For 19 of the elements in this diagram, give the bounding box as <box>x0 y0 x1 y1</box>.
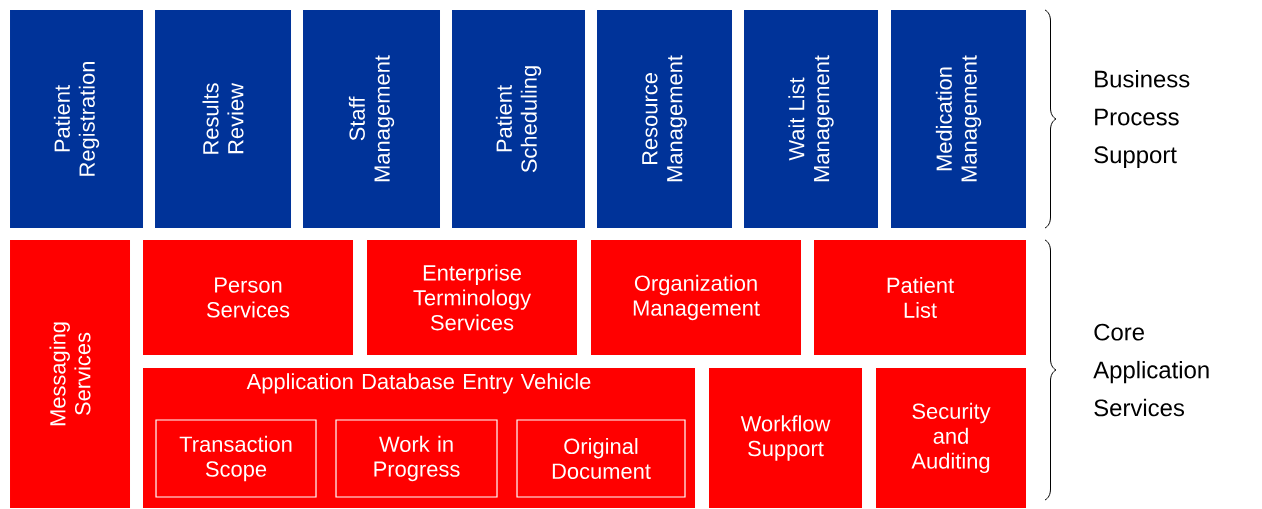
process-box: Patient Registration <box>10 10 143 228</box>
service-box: Workflow Support <box>709 368 862 508</box>
process-box: Wait List Management <box>744 10 878 228</box>
process-box: Patient Scheduling <box>452 10 585 228</box>
layer-label: Business Process Support <box>1094 70 1190 168</box>
component-box: Original Document <box>516 419 686 498</box>
process-box: Resource Management <box>597 10 732 228</box>
process-box: Results Review <box>155 10 291 228</box>
service-box: Person Services <box>143 240 353 355</box>
service-box: Security and Auditing <box>876 368 1026 508</box>
service-box: Organization Management <box>591 240 801 355</box>
component-box: Transaction Scope <box>155 419 317 498</box>
service-box: Enterprise Terminology Services <box>367 240 577 355</box>
layer-label: Core Application Services <box>1093 323 1209 417</box>
service-box: Patient List <box>814 240 1026 355</box>
process-box: Medication Management <box>891 10 1026 228</box>
service-box: Messaging Services <box>10 240 130 508</box>
component-box: Work in Progress <box>335 419 498 498</box>
process-box: Staff Management <box>303 10 440 228</box>
